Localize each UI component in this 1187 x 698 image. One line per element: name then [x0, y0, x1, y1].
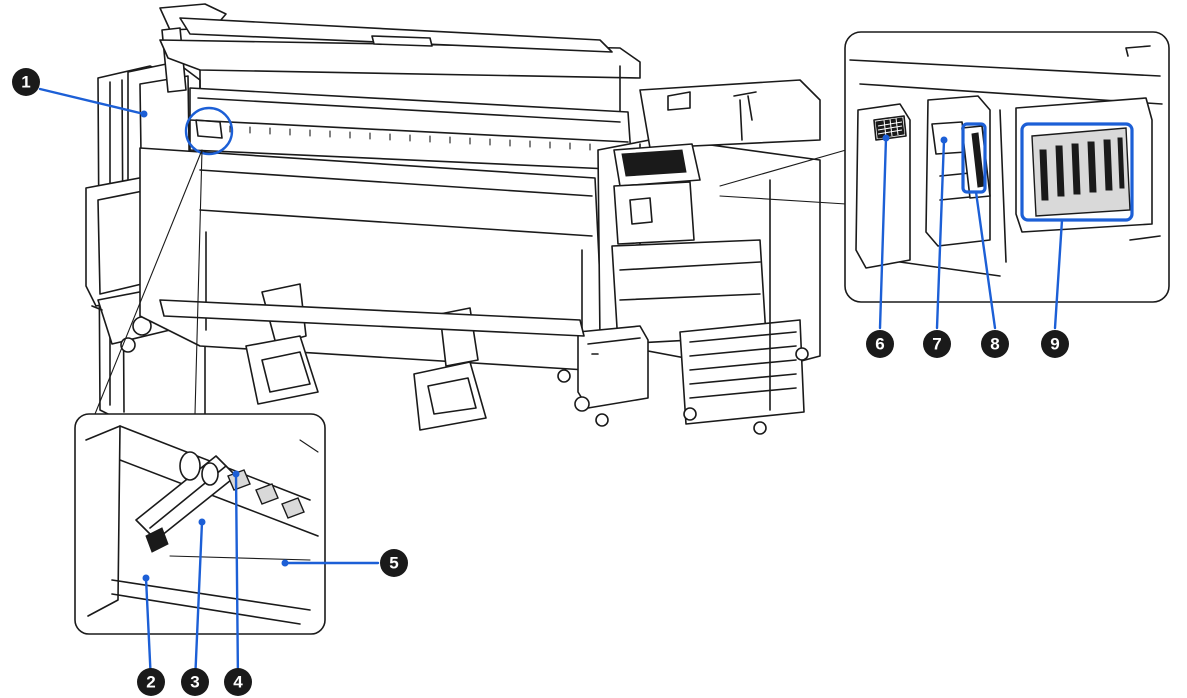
callout-badge-1: 1 [12, 68, 40, 96]
callout-badge-2: 2 [137, 668, 165, 696]
detail-inset-right [844, 31, 1170, 303]
platen-tick-marks [229, 125, 591, 151]
callout-badge-8: 8 [981, 330, 1009, 358]
callout-number-7: 7 [932, 335, 941, 354]
callout-number-2: 2 [146, 673, 155, 692]
callout-number-3: 3 [190, 673, 199, 692]
callout-badge-7: 7 [923, 330, 951, 358]
callout-number-5: 5 [389, 554, 398, 573]
callout-number-4: 4 [233, 673, 243, 692]
callout-badge-3: 3 [181, 668, 209, 696]
leader-1 [38, 87, 146, 116]
callout-badge-9: 9 [1041, 330, 1069, 358]
callout-number-6: 6 [875, 335, 884, 354]
callout-leaders [38, 87, 1064, 684]
callout-number-1: 1 [21, 73, 30, 92]
leader-4 [234, 472, 240, 684]
detail-indicator-circle [184, 106, 234, 156]
leader-8 [974, 190, 997, 330]
wiper-blade-highlight [961, 122, 987, 194]
leader-3 [193, 520, 204, 684]
callout-badge-4: 4 [224, 668, 252, 696]
callout-badge-6: 6 [866, 330, 894, 358]
leader-6 [878, 136, 888, 330]
leader-7 [935, 138, 946, 330]
callout-badge-5: 5 [380, 549, 408, 577]
callout-number-9: 9 [1050, 335, 1059, 354]
cap-assembly-highlight [1020, 122, 1134, 222]
callout-number-8: 8 [990, 335, 999, 354]
leader-9 [1053, 218, 1064, 330]
printer-illustration [85, 3, 847, 441]
leader-2 [144, 576, 153, 684]
wiper-mesh [875, 117, 905, 139]
cap-slots [1039, 137, 1125, 201]
